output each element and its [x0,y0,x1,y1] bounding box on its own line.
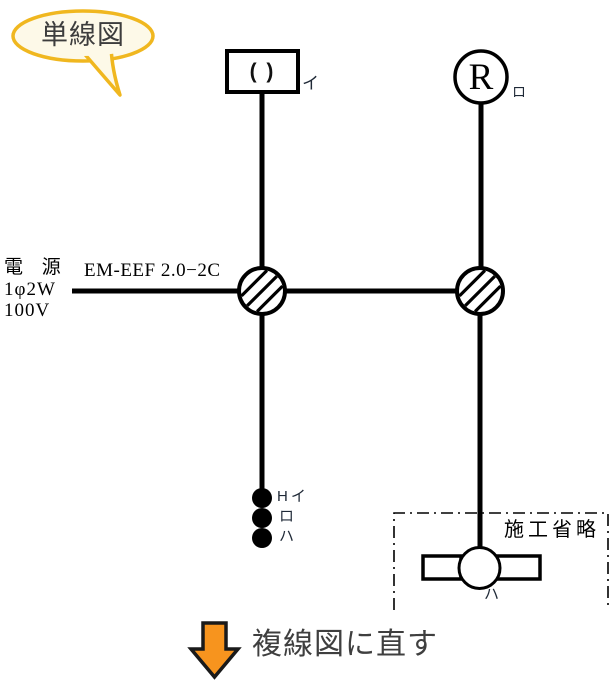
omitted-area-label: 施工省略 [504,519,600,541]
switch-label-ha: ハ [279,528,298,545]
circuit-label-i: イ [302,74,319,93]
wires [72,92,484,552]
lamp-receptacle-icon [453,49,509,105]
circuit-label-ha: ハ [484,586,500,603]
bubble-label: 単線図 [41,20,125,50]
omitted-area-border [393,512,609,610]
power-source-phase: 1φ2W [4,279,56,300]
switch-dots [252,488,272,548]
switch-dot-icon [252,528,272,548]
switch-label-ro: ロ [279,508,298,525]
switch-dot-icon [252,488,272,508]
receptacle-letter: R [468,56,494,98]
switch-label-h-i: Hイ [277,488,309,505]
switch-dot-icon [252,508,272,528]
fluorescent-fixture-icon [421,546,542,590]
junction-box-right-icon [455,266,505,316]
speech-bubble [11,9,155,97]
junction-box-left-icon [237,266,287,316]
caption-label: 複線図に直す [252,628,438,661]
circuit-label-ro: ロ [512,84,526,100]
down-arrow-icon [187,621,242,680]
ceiling-rose-symbol: ( ) [249,60,276,83]
cable-type-label: EM-EEF 2.0−2C [84,260,221,281]
power-source-voltage: 100V [4,300,51,321]
power-source-label: 電 源 [4,257,68,278]
ceiling-rose-icon [225,49,300,94]
